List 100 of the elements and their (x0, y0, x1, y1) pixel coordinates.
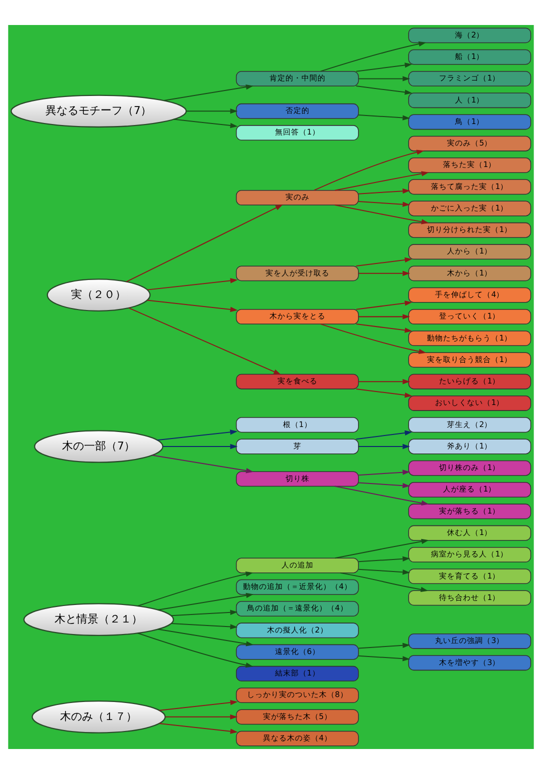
arrow (165, 714, 238, 720)
node-box: 切り株 (236, 470, 359, 486)
node-box: 手を伸ばして（4） (408, 286, 532, 302)
arrow (158, 628, 254, 646)
node-ellipse: 木のみ（１７） (32, 700, 166, 733)
arrow (171, 622, 238, 629)
node-box: かごに入った実（1） (408, 200, 532, 216)
node-box: 実を取り合う競合（1） (408, 352, 532, 368)
arrow (358, 642, 410, 648)
node-box: 登っていく（1） (408, 308, 532, 324)
node-box: 動物たちがもらう（1） (408, 330, 532, 346)
arrow (358, 556, 410, 562)
arrow (126, 204, 283, 282)
arrow (358, 482, 410, 488)
arrow (356, 430, 412, 440)
arrow (162, 443, 238, 449)
node-box: 遠景化（6） (236, 644, 359, 660)
node-box: 人（1） (408, 92, 532, 108)
arrow (358, 76, 410, 81)
node-box: しっかり実のついた木（8） (236, 687, 359, 703)
arrow (358, 443, 410, 449)
node-box: 結末部（1） (236, 665, 359, 681)
node-box: 動物の追加（＝近景化）（4） (236, 578, 359, 594)
arrow (159, 699, 238, 710)
node-box: 根（1） (236, 416, 359, 432)
node-ellipse: 木の一部（7） (34, 430, 164, 462)
node-box: フラミンゴ（1） (408, 70, 532, 86)
arrow (174, 118, 238, 128)
arrow (320, 40, 426, 72)
node-box: 肯定的・中間的 (236, 70, 359, 86)
node-box: 実を育てる（1） (408, 568, 532, 584)
arrow (334, 204, 429, 224)
node-box: 落ちた実（1） (408, 157, 532, 172)
node-box: 木から（1） (408, 265, 532, 281)
node-box: 鳥（1） (408, 114, 532, 130)
node-ellipse: 木と情景（２１） (23, 602, 174, 636)
arrow (358, 270, 410, 276)
arrow (356, 388, 412, 398)
node-box: 待ち合わせ（1） (408, 590, 532, 606)
node-box: 無回答（1） (236, 124, 359, 140)
arrow (358, 568, 410, 574)
node-box: 休む人（1） (408, 524, 532, 540)
arrow (164, 84, 254, 101)
arrow (186, 108, 238, 114)
node-box: 実を食べる (236, 373, 359, 389)
arrow (356, 300, 412, 310)
node-box: 木を増やす（3） (408, 654, 532, 670)
node-box: 人が座る（1） (408, 482, 532, 497)
node-box: 鳥の追加（＝遠景化）（4） (236, 600, 359, 616)
node-box: 異なる木の姿（4） (236, 730, 359, 746)
arrow (138, 632, 254, 668)
arrow (158, 592, 254, 610)
arrow (128, 306, 282, 374)
arrow (356, 323, 412, 332)
node-box: 落ちて腐った実（1） (408, 178, 532, 194)
node-ellipse: 実（２０） (46, 278, 151, 311)
arrow (320, 323, 426, 354)
node-box: 切り分けられた実（1） (408, 222, 532, 238)
arrow (356, 85, 412, 94)
arrow (358, 200, 410, 206)
arrow (334, 170, 429, 190)
node-box: 切り株のみ（1） (408, 460, 532, 476)
arrow (314, 149, 424, 190)
node-box: 船（1） (408, 48, 532, 64)
arrow (334, 538, 429, 558)
arrow (358, 654, 410, 661)
node-box: たいらげる（1） (408, 373, 532, 389)
node-box: 実が落ちる（1） (408, 503, 532, 519)
arrow (147, 299, 238, 312)
node-box: おいしくない（1） (408, 395, 532, 410)
arrow (358, 469, 410, 476)
node-ellipse: 異なるモチーフ（7） (10, 94, 187, 128)
node-box: 斧あり（1） (408, 438, 532, 454)
arrow (358, 314, 410, 319)
node-box: 海（2） (408, 27, 532, 43)
arrow (152, 454, 254, 473)
node-box: 実のみ (236, 189, 359, 205)
arrow (138, 571, 254, 606)
node-box: 木の擬人化（2） (236, 622, 359, 638)
node-box: 芽生え（2） (408, 416, 532, 432)
arrow (356, 256, 412, 266)
arrow (171, 609, 238, 616)
arrow (157, 429, 238, 440)
arrow (358, 188, 410, 194)
arrow (334, 485, 429, 506)
arrow (356, 62, 412, 72)
node-box: 人の追加 (236, 557, 359, 573)
arrow (159, 722, 238, 734)
arrow (147, 278, 238, 290)
node-box: 実を人が受け取る (236, 265, 359, 281)
node-box: 人から（1） (408, 244, 532, 259)
node-box: 病室から見る人（1） (408, 546, 532, 562)
node-box: 丸い丘の強調（3） (408, 632, 532, 648)
node-box: 否定的 (236, 102, 359, 118)
arrow (340, 572, 428, 592)
node-box: 芽 (236, 438, 359, 454)
node-box: 木から実をとる (236, 308, 359, 324)
node-box: 実のみ（5） (408, 135, 532, 151)
arrow (358, 378, 410, 384)
arrow (358, 114, 410, 120)
